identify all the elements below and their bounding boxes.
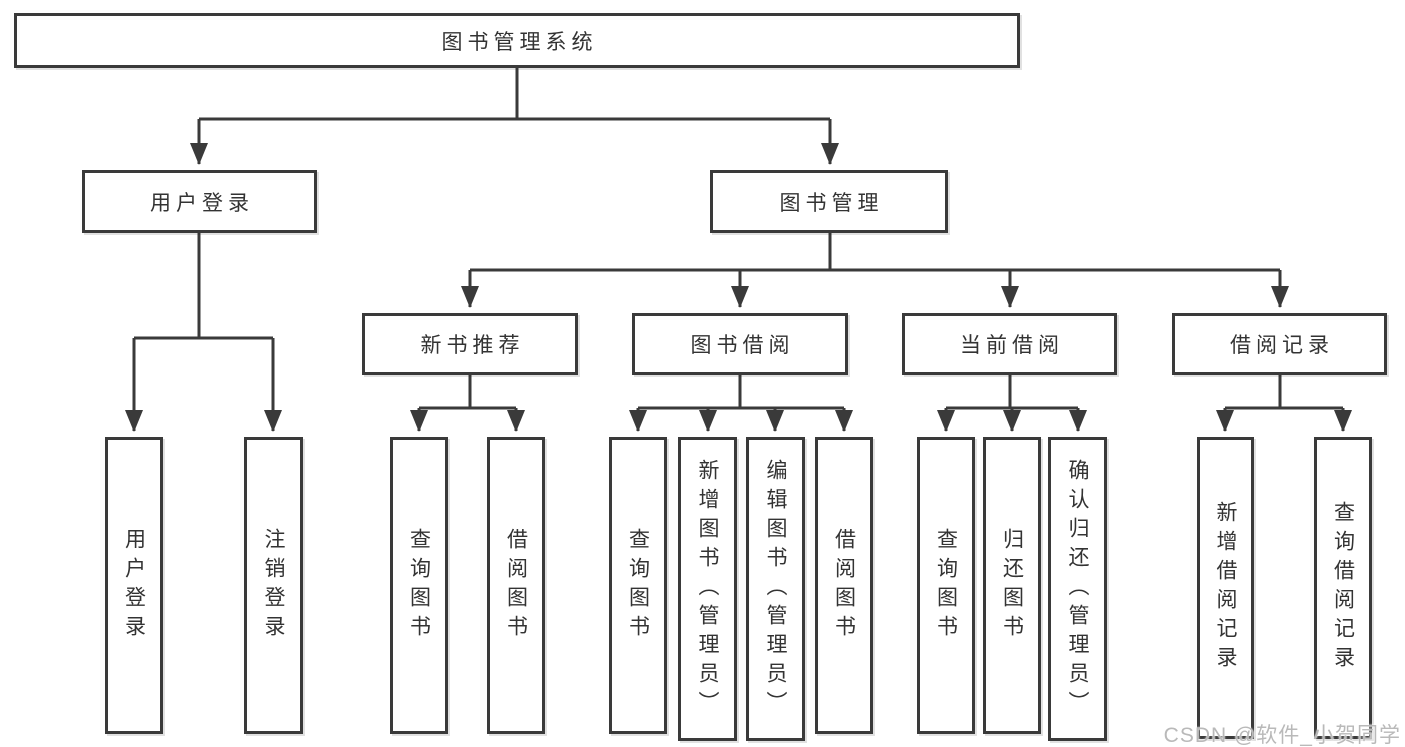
leaf-query-borrow-record-label: 查询借阅记录 xyxy=(1331,501,1355,675)
leaf-query-books-recommendation-label: 查询图书 xyxy=(407,527,431,644)
leaf-query-books-borrowing-label: 查询图书 xyxy=(626,527,650,644)
node-user-login: 用户登录 xyxy=(82,170,317,233)
leaf-user-login: 用户登录 xyxy=(105,437,163,734)
leaf-add-borrow-record-label: 新增借阅记录 xyxy=(1214,501,1237,675)
leaf-query-books-current-label: 查询图书 xyxy=(934,527,958,644)
leaf-query-borrow-record: 查询借阅记录 xyxy=(1314,437,1372,739)
leaf-return-books: 归还图书 xyxy=(983,437,1041,734)
leaf-borrow-books-borrowing: 借阅图书 xyxy=(815,437,873,734)
node-library-management-system: 图书管理系统 xyxy=(14,13,1020,68)
leaf-query-books-borrowing: 查询图书 xyxy=(609,437,667,734)
node-book-borrowing: 图书借阅 xyxy=(632,313,848,375)
leaf-confirm-return-admin-label: 确认归还（管理员） xyxy=(1066,458,1089,720)
leaf-add-borrow-record: 新增借阅记录 xyxy=(1197,437,1254,739)
leaf-add-books-admin-label: 新增图书（管理员） xyxy=(696,458,719,720)
leaf-query-books-current: 查询图书 xyxy=(917,437,975,734)
leaf-confirm-return-admin: 确认归还（管理员） xyxy=(1048,437,1107,741)
leaf-return-books-label: 归还图书 xyxy=(1000,527,1024,644)
leaf-user-login-label: 用户登录 xyxy=(122,527,146,644)
leaf-borrow-books-borrowing-label: 借阅图书 xyxy=(832,527,856,644)
node-new-book-recommendation: 新书推荐 xyxy=(362,313,578,375)
leaf-add-books-admin: 新增图书（管理员） xyxy=(678,437,737,741)
leaf-edit-books-admin: 编辑图书（管理员） xyxy=(746,437,805,741)
watermark: CSDN @软件_小贺同学 xyxy=(1163,724,1401,747)
leaf-logout-login-label: 注销登录 xyxy=(262,527,285,644)
leaf-logout-login: 注销登录 xyxy=(244,437,303,734)
node-current-borrowing: 当前借阅 xyxy=(902,313,1117,375)
leaf-edit-books-admin-label: 编辑图书（管理员） xyxy=(764,458,787,720)
leaf-borrow-books-recommendation: 借阅图书 xyxy=(487,437,545,734)
node-book-management: 图书管理 xyxy=(710,170,948,233)
leaf-borrow-books-recommendation-label: 借阅图书 xyxy=(504,527,528,644)
node-borrowing-records: 借阅记录 xyxy=(1172,313,1387,375)
leaf-query-books-recommendation: 查询图书 xyxy=(390,437,448,734)
